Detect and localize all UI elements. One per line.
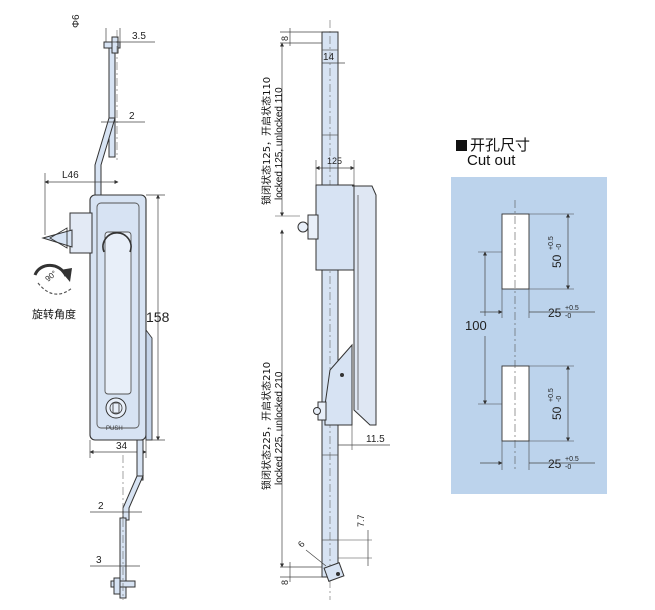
dim-6-side-label: 6 <box>296 539 307 549</box>
tol-25-upper-minus: -0 <box>565 313 571 320</box>
cutout-slot-upper <box>501 213 530 290</box>
tol-25-lower-minus: -0 <box>565 464 571 471</box>
cutout-slot-lower <box>501 365 530 442</box>
front-bottom-rod <box>110 439 144 599</box>
tol-25-upper-plus: +0.5 <box>565 305 579 312</box>
front-view: Φ6 3.5 2 L46 PUSH 158 <box>32 14 170 600</box>
side-view: 8 14 125 锁闭状态125，开启状态110 locked 125, unl… <box>260 20 390 600</box>
handle-hook <box>102 232 132 253</box>
dim-8-top-label: 8 <box>280 36 290 41</box>
dim-158-label: 158 <box>146 309 170 325</box>
dim-8-bottom-label: 8 <box>280 580 290 585</box>
square-bullet-icon <box>456 140 467 151</box>
dim-50-upper-label: 50 <box>550 254 564 268</box>
dim-125-label: 125 <box>327 156 342 166</box>
rotation-angle-label: 90° <box>44 269 59 284</box>
cutout-title-en: Cut out <box>467 152 516 169</box>
tol-50-lower-plus: +0.5 <box>548 388 555 402</box>
rotation-icon: 90° <box>33 263 73 295</box>
travel-upper-zh: 锁闭状态125，开启状态110 <box>260 77 273 205</box>
dim-3-5-label: 3.5 <box>132 31 146 42</box>
push-label: PUSH <box>106 426 123 432</box>
front-top-rod <box>94 36 121 201</box>
handle-side-strip <box>145 328 153 441</box>
dim-11-5-label: 11.5 <box>366 434 385 445</box>
dim-3-label: 3 <box>96 555 102 566</box>
travel-upper-en: locked 125, unlocked 110 <box>274 87 285 200</box>
cutout-panel: 50 +0.5 -0 25 +0.5 -0 100 50 +0.5 -0 25 … <box>451 177 607 494</box>
rotation-label: 旋转角度 <box>32 307 76 321</box>
dim-2-top-label: 2 <box>129 111 135 122</box>
dim-34-label: 34 <box>116 441 128 452</box>
lock-cylinder <box>105 397 127 419</box>
tol-50-upper-plus: +0.5 <box>548 236 555 250</box>
dim-25-lower-label: 25 <box>548 457 562 471</box>
dim-14-label: 14 <box>323 52 335 63</box>
side-lower-housing <box>313 343 353 426</box>
dim-100-label: 100 <box>465 318 487 333</box>
handle-side-tab <box>41 212 93 254</box>
tol-50-upper-minus: -0 <box>556 244 563 250</box>
tol-50-lower-minus: -0 <box>556 396 563 402</box>
handle-lever-slot <box>104 231 132 395</box>
side-upper-housing <box>297 184 377 426</box>
dim-phi6-label: Φ6 <box>71 14 82 28</box>
travel-lower-en: locked 225, unlocked 210 <box>274 371 285 485</box>
handle-inner-frame <box>96 202 140 429</box>
dim-l46-label: L46 <box>62 170 79 181</box>
cutout-title-zh-text: 开孔尺寸 <box>470 136 531 154</box>
travel-lower-zh: 锁闭状态225，开启状态210 <box>260 362 273 490</box>
side-bottom-end <box>323 562 345 582</box>
tol-25-lower-plus: +0.5 <box>565 456 579 463</box>
cutout-title-zh: 开孔尺寸 <box>456 134 530 155</box>
dim-25-upper-label: 25 <box>548 306 562 320</box>
dim-2-bottom-label: 2 <box>98 501 104 512</box>
dim-7-7-label: 7.7 <box>356 514 366 527</box>
dim-50-lower-label: 50 <box>550 406 564 420</box>
